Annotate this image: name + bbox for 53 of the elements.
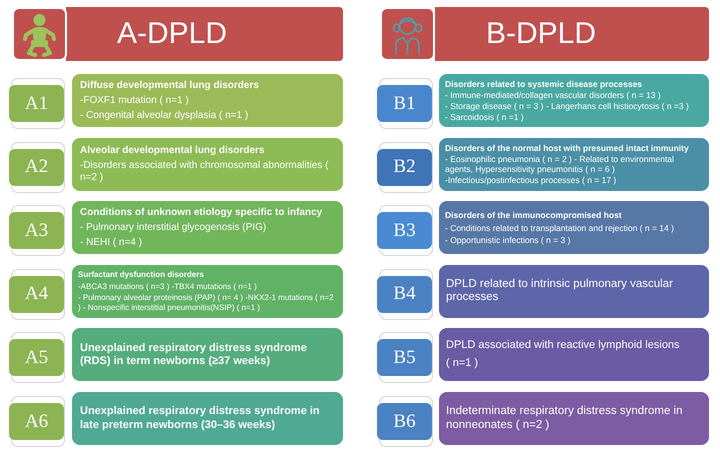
category-heading: Disorders of the immunocompromised host — [445, 210, 623, 221]
category-code-tab: A1 — [9, 85, 64, 122]
subtype-text: - Pulmonary interstitial glycogenosis (PIG) — [80, 222, 268, 234]
category-card — [72, 74, 343, 127]
category-heading: Surfactant dysfunction disorders — [78, 270, 205, 280]
column-header: B-DPLD — [435, 7, 709, 61]
subtype-text: - Pulmonary alveolar proteinosis (PAP) ( n= 4 ) -NKX2-1 mutations ( n=2 ) - Nonspecific interstitial pneumonitis(NSIP) ( n=1 ) — [78, 293, 335, 312]
category-card — [439, 74, 709, 127]
category-code-tab: A3 — [9, 212, 64, 250]
category-heading: Disorders related to systemic disease processes — [445, 78, 644, 89]
category-code-tab: A2 — [9, 148, 64, 186]
subtype-text: - Eosinophilic pneumonia ( n = 2 ) - Related to environmental agents, Hypersensitivity pneumonitis ( n = 6 ) — [445, 154, 675, 174]
category-card — [72, 328, 343, 382]
subtype-text: -Infectious/postinfectious processes ( n = 17 ) — [445, 175, 618, 186]
category-card — [439, 138, 709, 191]
category-code-tab: B2 — [377, 148, 432, 186]
category-card — [72, 264, 343, 318]
category-code-tab: B5 — [377, 339, 432, 376]
category-card — [72, 201, 343, 254]
subtype-text: -ABCA3 mutations ( n=3 ) -TBX4 mutations ( n=1 ) — [78, 282, 258, 292]
category-heading: Conditions of unknown etiology specific to infancy — [80, 206, 324, 219]
category-code-tab: A5 — [9, 339, 64, 376]
subtype-text: - Sarcoidosis ( n =1 ) — [445, 112, 525, 122]
category-code-tab: B1 — [377, 85, 432, 122]
category-code-tab: B6 — [377, 403, 432, 440]
category-card — [439, 264, 709, 318]
category-code-tab: A6 — [9, 403, 64, 440]
category-title: Indeterminate respiratory distress syndrome in nonneonates ( n=2 ) — [446, 404, 684, 432]
subtype-text: -FOXF1 mutation ( n=1 ) — [80, 94, 190, 106]
subtype-text: - Immune-mediated/collagen vascular disorders ( n = 13 ) — [445, 90, 662, 100]
category-card — [439, 201, 709, 254]
subtype-text: - NEHI ( n=4 ) — [80, 236, 143, 249]
subtype-text: - Storage disease ( n = 3 ) - Langerhans cell histiocytosis ( n =3 ) — [445, 101, 690, 112]
category-card — [72, 392, 343, 445]
category-title: DPLD related to intrinsic pulmonary vascular processes — [446, 278, 674, 306]
case-count-text: ( n=1 ) — [446, 357, 480, 371]
category-code-tab: B4 — [377, 276, 432, 313]
category-title: Unexplained respiratory distress syndrome (RDS) in term newborns (≥37 weeks) — [80, 342, 308, 368]
subtype-text: - Opportunistic infections ( n = 3 ) — [445, 234, 572, 245]
subtype-text: - Conditions related to transplantation and rejection ( n = 14 ) — [445, 222, 675, 233]
category-heading: Alveolar developmental lung disorders — [80, 144, 266, 157]
subtype-text: - Congenital alveolar dysplasia ( n=1 ) — [80, 110, 250, 122]
category-card — [439, 392, 709, 445]
category-card — [72, 138, 343, 191]
category-code-tab: A4 — [9, 276, 64, 313]
category-card — [439, 328, 709, 382]
category-title: DPLD associated with reactive lymphoid lesions — [446, 339, 681, 352]
column-header: A-DPLD — [66, 7, 343, 61]
subtype-text: -Disorders associated with chromosomal abnormalities ( n=2 ) — [80, 160, 330, 184]
category-heading: Diffuse developmental lung disorders — [80, 80, 260, 92]
category-title: Unexplained respiratory distress syndrome in late preterm newborns (30–36 weeks) — [80, 405, 321, 432]
category-heading: Disorders of the normal host with presumed intact immunity — [445, 142, 690, 153]
category-code-tab: B3 — [377, 212, 432, 250]
